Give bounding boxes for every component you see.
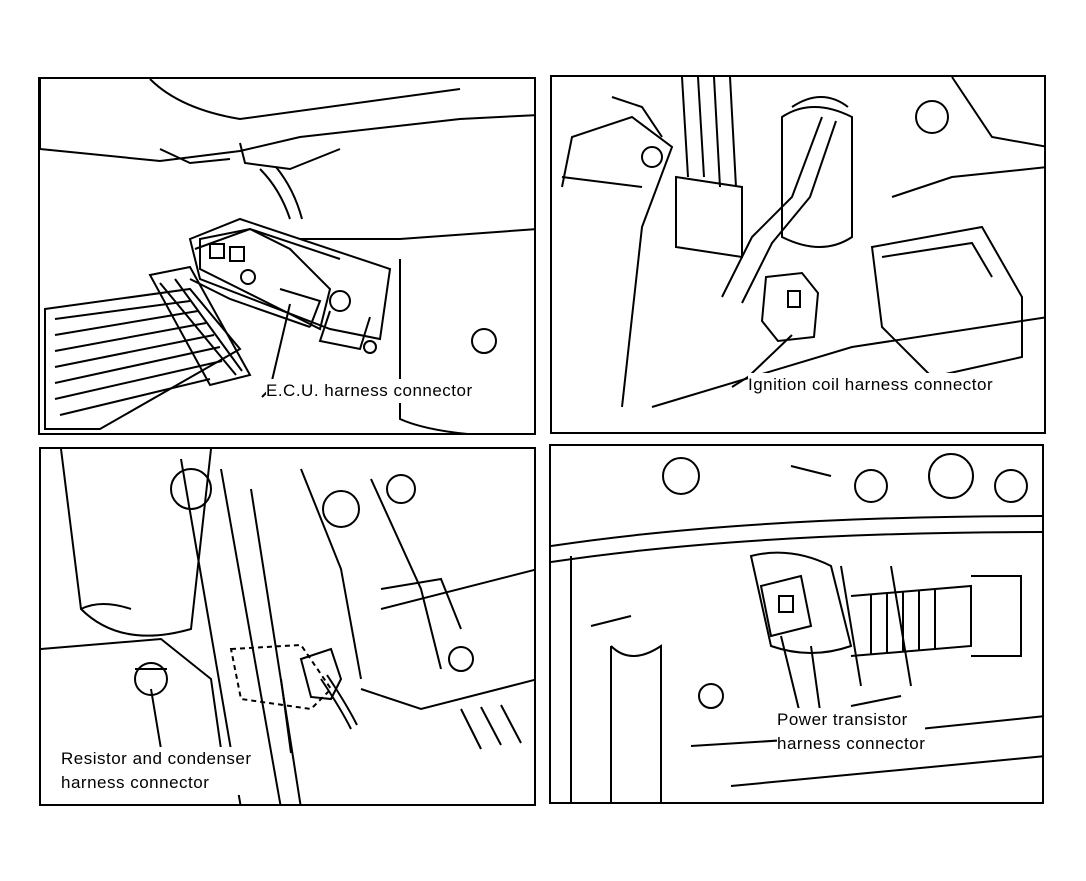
ecu-connector	[199, 227, 332, 331]
resistor-illustration	[41, 449, 534, 804]
transistor-callout: Power transistor harness connector	[777, 708, 926, 756]
ignition-illustration	[561, 77, 1044, 408]
ecu-illustration	[40, 79, 534, 433]
transistor-illustration	[551, 453, 1042, 802]
resistor-leader-1	[150, 688, 162, 750]
transistor-connector	[759, 574, 813, 638]
ecu-callout: E.C.U. harness connector	[266, 379, 473, 403]
ignition-connector	[760, 271, 820, 343]
panel-ignition: Ignition coil harness connector	[550, 75, 1046, 434]
transistor-leader-2	[810, 645, 822, 719]
panel-transistor: Power transistor harness connector	[549, 444, 1044, 804]
resistor-label-line1: Resistor and condenser	[61, 747, 252, 771]
resistor-connector	[299, 647, 343, 701]
ignition-callout: Ignition coil harness connector	[748, 373, 994, 397]
ecu-box	[188, 217, 392, 341]
resistor-callout: Resistor and condenser harness connector	[61, 747, 252, 795]
transistor-body	[749, 551, 853, 654]
ignition-coil	[781, 106, 853, 248]
resistor-leader-2	[280, 678, 292, 754]
transistor-label-line2: harness connector	[777, 732, 926, 756]
panel-resistor: Resistor and condenser harness connector	[39, 447, 536, 806]
transistor-leader-1	[780, 635, 802, 719]
resistor-label-line2: harness connector	[61, 771, 252, 795]
panel-ecu: E.C.U. harness connector	[38, 77, 536, 435]
transistor-label-line1: Power transistor	[777, 708, 926, 732]
